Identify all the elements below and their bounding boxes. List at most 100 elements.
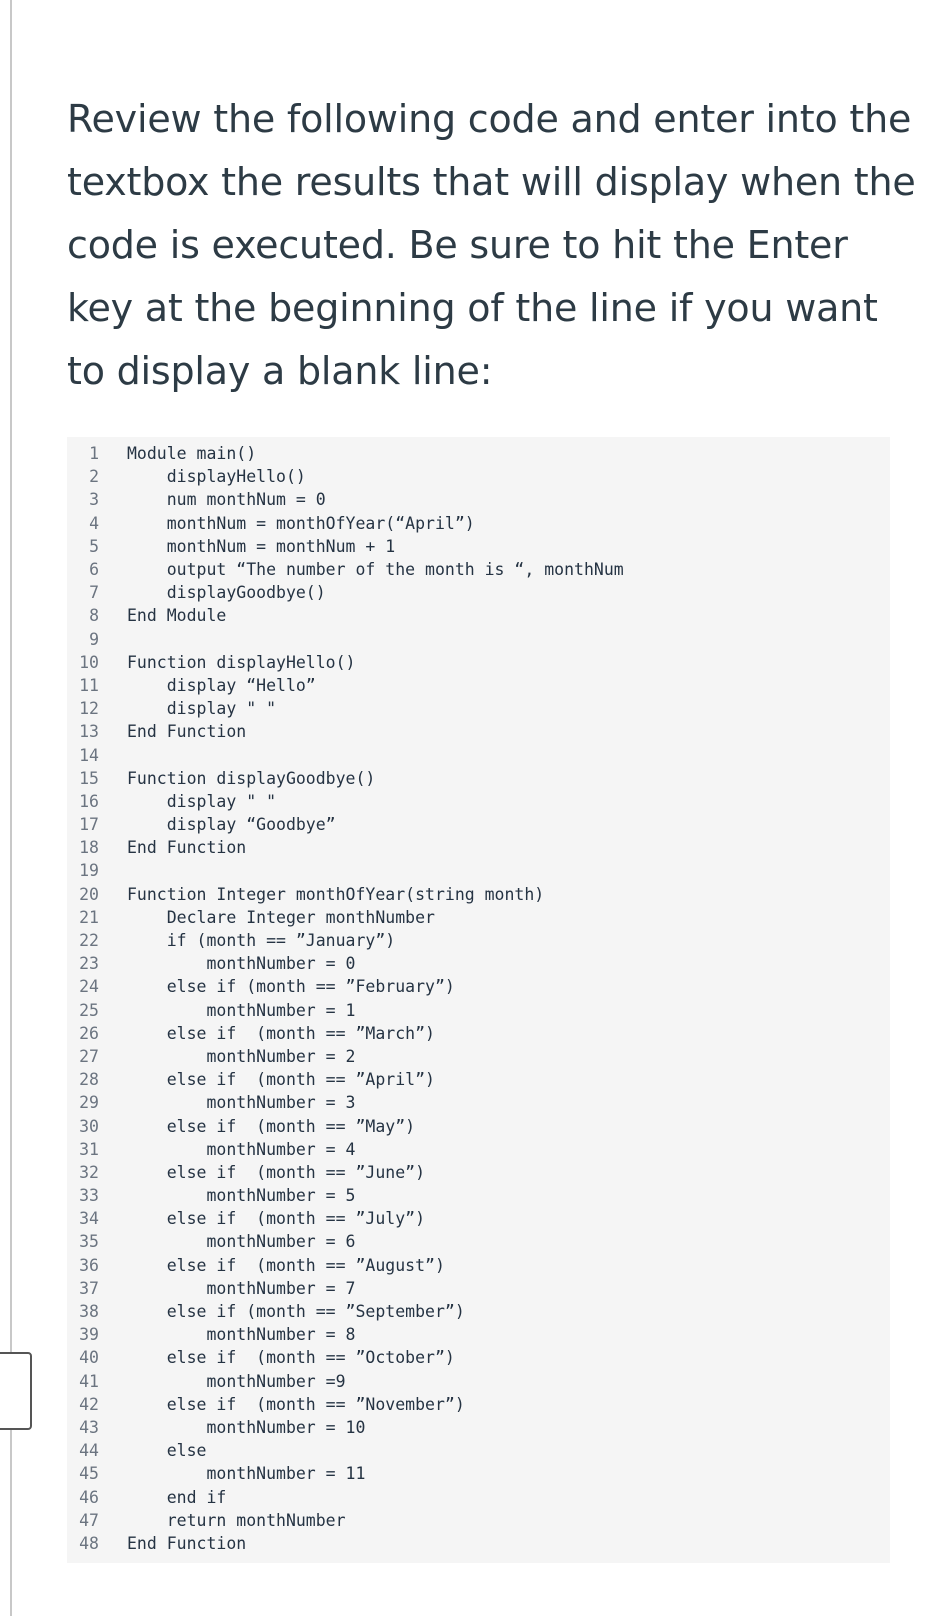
code-text: monthNumber = 11 [127,1464,366,1484]
code-text: else if (month == ”September”) [127,1302,465,1322]
line-number: 14 [79,745,99,765]
code-text: else if (month == ”October”) [127,1348,455,1368]
code-line: 45 monthNumber = 11 [67,1462,890,1485]
code-line: 3 num monthNum = 0 [67,488,890,511]
code-line: 24 else if (month == ”February”) [67,975,890,998]
line-number: 25 [79,1000,99,1020]
code-text: Function displayHello() [127,652,356,672]
code-text: else if (month == ”April”) [127,1070,435,1090]
code-text: display " " [127,699,277,719]
line-number: 2 [89,467,99,487]
line-number: 13 [79,722,99,742]
code-text: else if (month == ”May”) [127,1116,416,1136]
code-line: 10 Function displayHello() [67,651,890,674]
code-text: monthNumber = 5 [127,1186,356,1206]
code-line: 9 [67,628,890,651]
question-text: Review the following code and enter into… [67,97,916,393]
code-text: else if (month == ”February”) [127,977,455,997]
code-line: 27 monthNumber = 2 [67,1045,890,1068]
code-text: monthNumber = 10 [127,1417,366,1437]
line-number: 10 [79,652,99,672]
line-number: 44 [79,1441,99,1461]
code-text: else if (month == ”July”) [127,1209,426,1229]
code-line: 47 return monthNumber [67,1509,890,1532]
code-line: 17 display “Goodbye” [67,813,890,836]
code-line: 30 else if (month == ”May”) [67,1114,890,1137]
line-number: 45 [79,1464,99,1484]
code-text: monthNumber = 3 [127,1093,356,1113]
code-text: monthNumber = 7 [127,1278,356,1298]
line-number: 48 [79,1533,99,1553]
code-line: 8 End Module [67,604,890,627]
code-line: 37 monthNumber = 7 [67,1277,890,1300]
line-number: 4 [89,513,99,533]
code-text: display " " [127,791,277,811]
line-number: 3 [89,490,99,510]
code-line: 2 displayHello() [67,465,890,488]
code-line: 12 display " " [67,697,890,720]
code-line: 7 displayGoodbye() [67,581,890,604]
line-number: 7 [89,583,99,603]
code-text: Module main() [127,444,257,464]
code-text: else if (month == ”August”) [127,1255,445,1275]
code-text: monthNumber = 1 [127,1000,356,1020]
code-text: output “The number of the month is “, mo… [127,560,624,580]
line-number: 40 [79,1348,99,1368]
line-number: 23 [79,954,99,974]
code-text: else if (month == ”March”) [127,1023,435,1043]
side-panel-tab[interactable] [0,1352,32,1430]
code-text: monthNumber = 4 [127,1139,356,1159]
line-number: 39 [79,1325,99,1345]
code-line: 5 monthNum = monthNum + 1 [67,535,890,558]
code-text: End Function [127,838,247,858]
line-number: 36 [79,1255,99,1275]
code-line: 29 monthNumber = 3 [67,1091,890,1114]
line-number: 31 [79,1139,99,1159]
line-number: 27 [79,1046,99,1066]
code-text: monthNum = monthOfYear(“April”) [127,513,475,533]
code-text: End Module [127,606,227,626]
line-number: 9 [89,629,99,649]
line-number: 21 [79,907,99,927]
code-line: 33 monthNumber = 5 [67,1184,890,1207]
code-text: monthNumber = 8 [127,1325,356,1345]
line-number: 42 [79,1394,99,1414]
line-number: 47 [79,1510,99,1530]
code-text: num monthNum = 0 [127,490,326,510]
code-text: monthNumber =9 [127,1371,346,1391]
line-number: 15 [79,768,99,788]
code-text: End Function [127,722,247,742]
code-line: 43 monthNumber = 10 [67,1416,890,1439]
line-number: 30 [79,1116,99,1136]
code-line: 44 else [67,1439,890,1462]
code-text: return monthNumber [127,1510,346,1530]
line-number: 29 [79,1093,99,1113]
line-number: 24 [79,977,99,997]
line-number: 34 [79,1209,99,1229]
line-number: 8 [89,606,99,626]
line-number: 33 [79,1186,99,1206]
code-line: 31 monthNumber = 4 [67,1138,890,1161]
line-number: 28 [79,1070,99,1090]
code-line: 11 display “Hello” [67,674,890,697]
line-number: 37 [79,1278,99,1298]
code-line: 34 else if (month == ”July”) [67,1207,890,1230]
code-text: Function Integer monthOfYear(string mont… [127,884,545,904]
code-text: else [127,1441,207,1461]
line-number: 19 [79,861,99,881]
code-line: 38 else if (month == ”September”) [67,1300,890,1323]
code-line: 19 [67,859,890,882]
code-text: monthNumber = 2 [127,1046,356,1066]
code-text: else if (month == ”November”) [127,1394,465,1414]
line-number: 38 [79,1302,99,1322]
code-line: 21 Declare Integer monthNumber [67,906,890,929]
code-text: Declare Integer monthNumber [127,907,435,927]
code-line: 36 else if (month == ”August”) [67,1254,890,1277]
code-text: display “Hello” [127,675,316,695]
line-number: 22 [79,931,99,951]
line-number: 18 [79,838,99,858]
